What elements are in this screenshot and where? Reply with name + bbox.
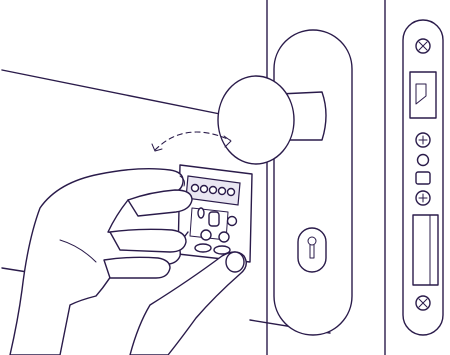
cam-slot-icon [416, 172, 430, 184]
middle-finger [110, 229, 186, 252]
screw-right-icon [219, 232, 229, 242]
escutcheon-plate [274, 30, 352, 335]
rotate-arrows-icon [152, 132, 231, 151]
deadbolt-icon [413, 215, 438, 285]
cylinder-hole-icon [418, 155, 429, 166]
screw-left-icon [201, 230, 211, 240]
latch-icon [410, 72, 436, 118]
switch-icon [209, 212, 219, 226]
thumb-tip [226, 252, 244, 272]
knob-head [218, 76, 294, 164]
led-icon [198, 208, 204, 218]
lock-faceplate [403, 20, 443, 335]
handle-escutcheon [274, 30, 352, 335]
ring-finger [104, 257, 170, 278]
keyhole-icon [298, 228, 326, 272]
door-top-edge [2, 70, 225, 115]
module-icon [178, 165, 252, 262]
button-icon [228, 217, 237, 226]
